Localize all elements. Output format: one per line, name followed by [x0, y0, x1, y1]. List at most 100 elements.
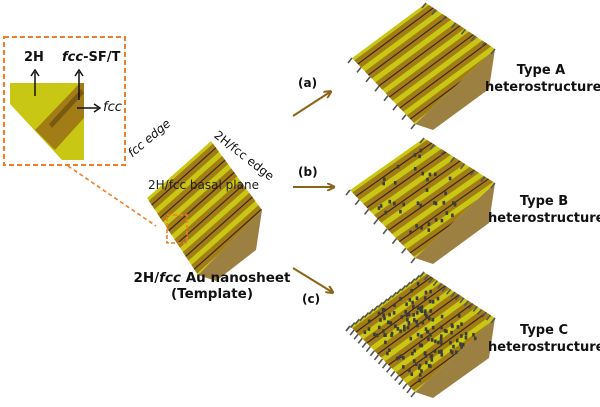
surface-rod: [473, 336, 477, 341]
surface-rod: [416, 282, 420, 286]
stacking-fault-line: [363, 14, 476, 98]
edge-rod: [365, 76, 371, 83]
arrow-label-c: (c): [302, 292, 321, 306]
type-b-label: Type B heterostructure: [488, 193, 600, 227]
surface-rod: [400, 315, 404, 319]
surface-rod: [461, 342, 465, 347]
edge-rod: [419, 271, 425, 278]
surface-rod: [440, 341, 443, 345]
surface-rod: [419, 203, 422, 208]
surface-rod: [379, 204, 383, 208]
surface-rod: [450, 323, 454, 327]
surface-rod: [387, 320, 390, 325]
surface-rod: [405, 313, 409, 318]
surface-rod: [455, 338, 459, 343]
label-fcc: fcc: [103, 100, 122, 115]
edge-rod: [428, 277, 434, 284]
surface-rod: [423, 312, 427, 316]
surface-rod: [460, 345, 463, 349]
surface-rod: [418, 363, 422, 368]
surface-rod: [431, 325, 435, 330]
surface-rod: [412, 304, 415, 309]
surface-rod: [420, 334, 423, 338]
surface-rod: [373, 332, 376, 337]
surface-rod: [426, 177, 429, 182]
edge-rod: [437, 283, 443, 289]
edge-rod: [441, 285, 447, 292]
edge-rod: [490, 317, 496, 324]
surface-rod: [439, 337, 443, 342]
edge-rod: [449, 156, 456, 163]
edge-rod: [405, 281, 411, 288]
surface-rod: [392, 311, 396, 315]
edge-rod: [368, 308, 374, 315]
surface-rod: [399, 354, 403, 359]
surface-rod: [399, 297, 402, 301]
edge-rod: [401, 247, 407, 254]
surface-rod: [449, 349, 453, 353]
edge-rod: [377, 301, 383, 308]
edge-rod: [441, 15, 447, 22]
surface-rod: [381, 308, 385, 312]
stacking-fault-line: [384, 36, 495, 120]
stacking-fault-line: [351, 139, 464, 219]
edge-rod: [359, 315, 365, 322]
edge-rod: [345, 325, 351, 332]
edge-rod: [382, 228, 388, 235]
stacking-fault-line: [351, 272, 464, 355]
surface-rod: [397, 355, 401, 360]
surface-rod: [440, 334, 443, 339]
edge-rod: [432, 280, 438, 287]
surface-rod: [407, 321, 411, 326]
surface-rod: [425, 188, 429, 192]
surface-rod: [457, 314, 461, 318]
edge-rod: [406, 387, 412, 394]
surface-rod: [426, 330, 430, 334]
surface-rod: [449, 340, 452, 345]
surface-rod: [452, 201, 455, 205]
surface-rod: [427, 222, 431, 226]
type-b-subtitle: heterostructure: [488, 211, 600, 226]
inset-connector-line: [67, 165, 157, 227]
surface-rod: [416, 332, 420, 337]
surface-rod: [412, 359, 416, 363]
edge-rod: [386, 366, 392, 373]
edge-rod: [410, 391, 416, 398]
edge-rod: [410, 123, 416, 130]
surface-rod: [430, 358, 434, 362]
surface-rod: [459, 342, 462, 346]
surface-rod: [382, 329, 385, 333]
surface-rod: [420, 343, 424, 348]
surface-rod: [386, 351, 389, 356]
edge-rod: [353, 333, 359, 340]
surface-rod: [375, 333, 379, 338]
surface-rod: [434, 172, 437, 177]
surface-rod: [429, 333, 432, 337]
edge-rod: [459, 297, 465, 304]
edge-rod: [392, 104, 398, 111]
type-a-label: Type A heterostructure: [485, 62, 600, 96]
surface-rod: [440, 218, 444, 223]
surface-rod: [413, 166, 417, 171]
surface-rod: [424, 360, 428, 365]
surface-rod: [440, 349, 443, 354]
surface-rod: [442, 200, 446, 205]
surface-rod: [437, 340, 440, 345]
edge-rod: [357, 337, 363, 344]
surface-rod: [383, 333, 386, 337]
surface-rod: [418, 373, 422, 377]
surface-rod: [451, 213, 454, 218]
edge-rod: [423, 274, 430, 281]
edge-rod: [363, 312, 370, 318]
inset-dashed-box: [3, 36, 126, 166]
surface-rod: [420, 309, 424, 314]
surface-rod: [418, 378, 422, 383]
edge-rod: [383, 95, 389, 102]
surface-rod: [410, 288, 413, 293]
surface-rod: [412, 318, 416, 322]
edge-rod: [401, 114, 407, 121]
surface-rod: [402, 327, 406, 332]
surface-rod: [416, 201, 420, 205]
edge-rod: [398, 379, 404, 386]
edge-rod: [410, 257, 416, 264]
